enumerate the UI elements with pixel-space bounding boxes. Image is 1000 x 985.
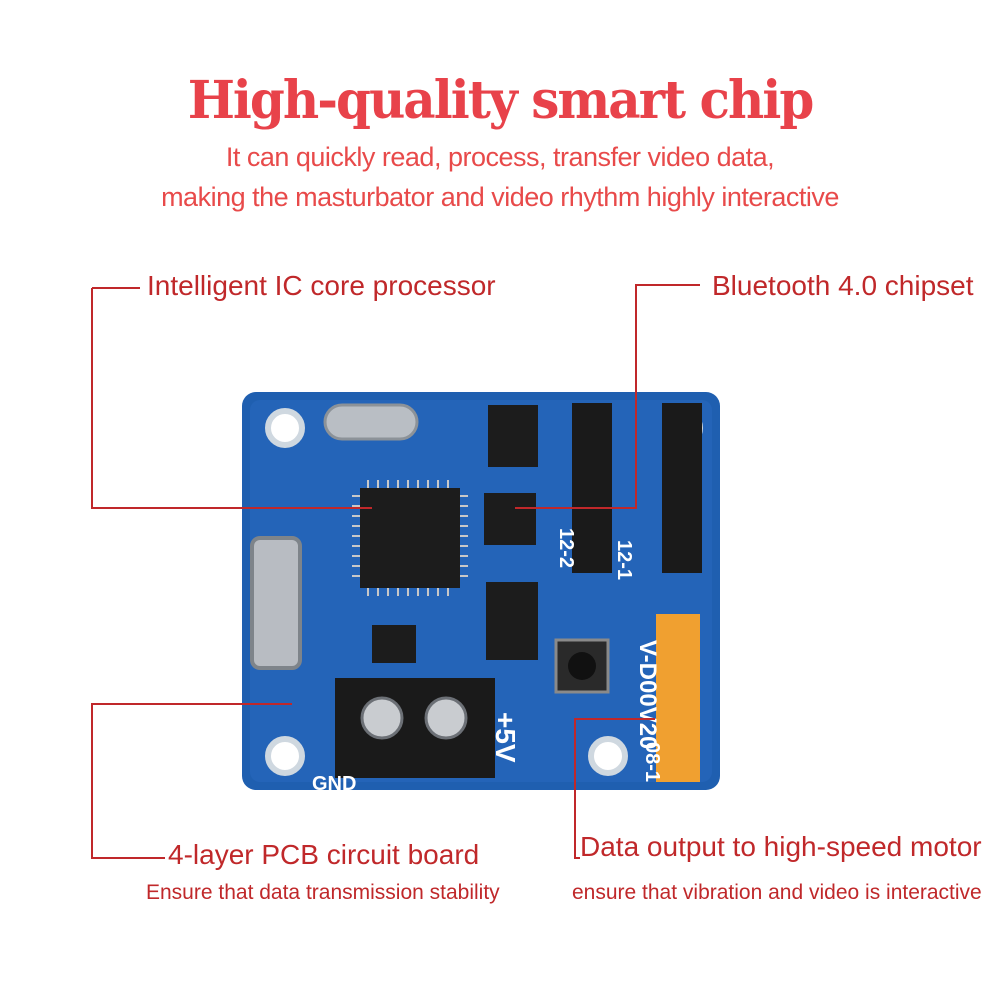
processor-callout: Intelligent IC core processor [147,270,496,301]
pin-header-12-1 [662,403,702,573]
crystal [323,403,419,441]
chip-u3 [488,405,538,467]
header-2-label: 12-2 [555,528,577,568]
subtitle-line-1: It can quickly read, process, transfer v… [225,142,775,172]
usb-connector [250,536,302,670]
header-3-label: 08-1 [641,742,663,782]
motor-note: ensure that vibration and video is inter… [572,881,982,904]
voltage-regulator [372,625,416,663]
pcb-callout: 4-layer PCB circuit board [168,839,480,870]
headline: High-quality smart chip [187,68,815,131]
pin-header-12-2 [572,403,612,573]
pin-header-08-1 [656,614,700,782]
main-processor-chip [352,480,468,596]
motor-callout: Data output to high-speed motor [580,831,982,862]
bluetooth-callout: Bluetooth 4.0 chipset [712,270,974,301]
version-label: V-D00V20 [634,640,661,749]
power-label: +5V [490,712,521,763]
ground-label: GND [312,773,356,795]
callout-lines [91,284,700,859]
pcb-note: Ensure that data transmission stability [146,881,500,904]
subtitle-line-2: making the masturbator and video rhythm … [161,182,839,212]
chip-u5 [486,582,538,660]
header-1-label: 12-1 [613,540,635,580]
bluetooth-chip [484,493,536,545]
power-terminal-block [335,678,495,778]
